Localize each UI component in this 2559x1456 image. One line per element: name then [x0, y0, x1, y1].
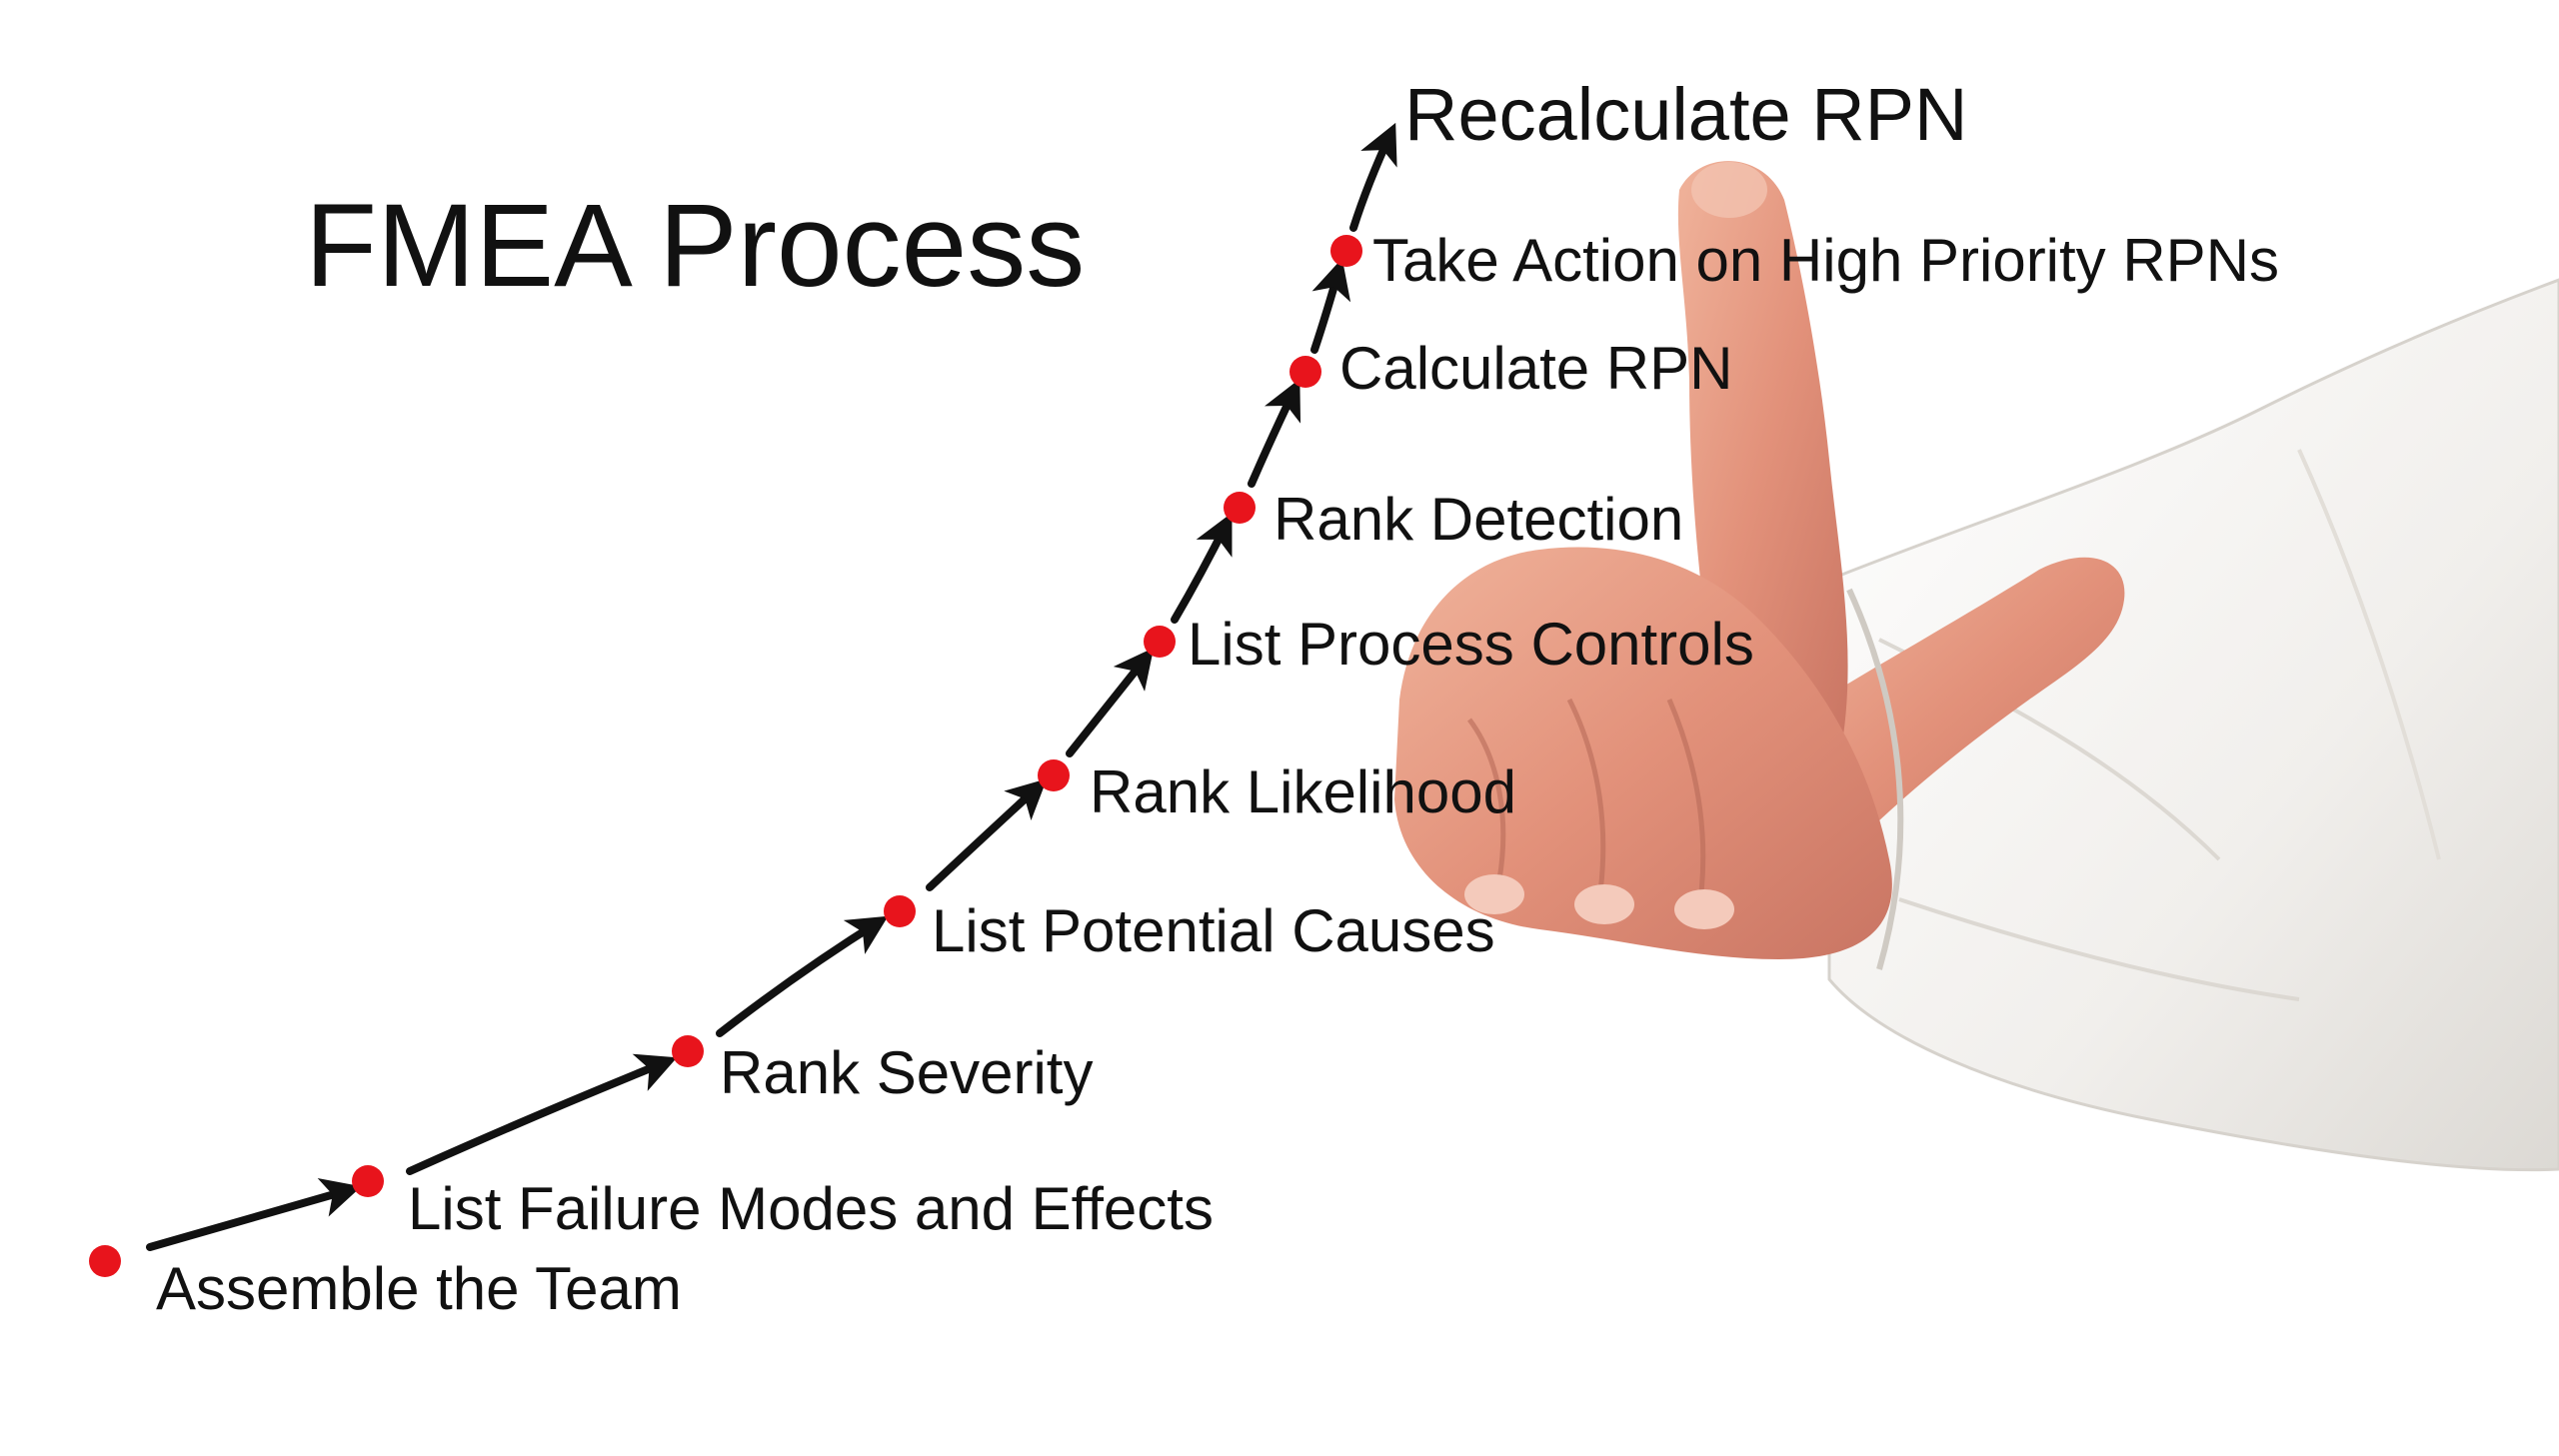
red-dot-icon — [352, 1165, 384, 1197]
arrow-icon — [1310, 258, 1351, 354]
red-dot-icon — [1330, 235, 1362, 267]
red-dot-icon — [1224, 492, 1256, 524]
step-markers — [89, 235, 1362, 1277]
step-label: List Failure Modes and Effects — [408, 1175, 1214, 1242]
step-label: List Potential Causes — [932, 897, 1495, 964]
arrow-icon — [926, 778, 1048, 891]
step-label: Take Action on High Priority RPNs — [1372, 227, 2279, 294]
arrow-icon — [406, 1053, 678, 1175]
step-label: Rank Detection — [1274, 486, 1683, 553]
step-label: Assemble the Team — [156, 1255, 682, 1322]
pointing-hand-icon — [1394, 161, 2559, 1172]
arrow-icon — [1248, 378, 1301, 488]
step-label: Rank Severity — [720, 1039, 1093, 1106]
arrow-connectors — [146, 122, 1397, 1251]
step-label: Rank Likelihood — [1090, 758, 1516, 825]
arrow-icon — [1349, 122, 1397, 232]
palm — [1394, 547, 1892, 959]
arrow-icon — [1066, 648, 1155, 757]
step-labels: Assemble the Team List Failure Modes and … — [156, 73, 2279, 1322]
red-dot-icon — [884, 895, 916, 927]
step-label: Calculate RPN — [1339, 335, 1733, 402]
step-label: Recalculate RPN — [1404, 73, 1967, 156]
red-dot-icon — [1289, 356, 1321, 388]
red-dot-icon — [89, 1245, 121, 1277]
shirt-sleeve — [1827, 278, 2559, 1172]
red-dot-icon — [1038, 759, 1070, 791]
arrow-icon — [716, 915, 889, 1037]
page-title: FMEA Process — [305, 180, 1085, 312]
red-dot-icon — [672, 1035, 704, 1067]
red-dot-icon — [1144, 626, 1176, 658]
thumb — [1789, 557, 2125, 849]
arrow-icon — [146, 1178, 362, 1251]
step-label: List Process Controls — [1188, 611, 1754, 678]
arrow-icon — [1171, 513, 1233, 624]
